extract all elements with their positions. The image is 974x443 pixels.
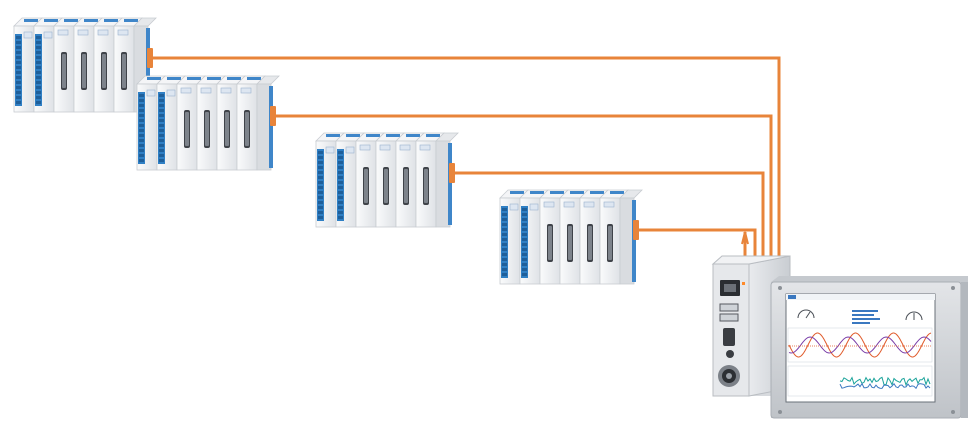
dsub-connector-icon: [383, 167, 389, 205]
terminal-block-icon: [15, 34, 22, 106]
io-module: [415, 132, 445, 228]
screw-icon: [778, 286, 782, 290]
dsub-connector-icon: [547, 224, 553, 262]
io-module: [599, 189, 629, 285]
io-module: [375, 132, 405, 228]
io-module: [216, 75, 246, 171]
power-connector-icon: [718, 350, 740, 387]
io-module: [499, 189, 529, 285]
terminal-block-icon: [158, 92, 165, 164]
io-module: [355, 132, 385, 228]
io-module: [236, 75, 266, 171]
dsub-connector-icon: [81, 52, 87, 90]
dsub-connector-icon: [244, 110, 250, 148]
io-module: [93, 17, 123, 113]
ethercat-plug-icon: [633, 220, 639, 240]
io-module: [53, 17, 83, 113]
dsub-connector-icon: [224, 110, 230, 148]
screw-icon: [778, 410, 782, 414]
cable-group: [153, 56, 781, 256]
ethernet-port-icon: [720, 280, 740, 296]
cable-entry-marker: [742, 282, 745, 285]
io-module: [176, 75, 206, 171]
io-module-rack: [13, 17, 157, 113]
terminal-block-icon: [317, 149, 324, 221]
dsub-connector-icon: [423, 167, 429, 205]
dsub-connector-icon: [121, 52, 127, 90]
terminal-block-icon: [35, 34, 42, 106]
usb-port-icon: [719, 303, 739, 322]
io-module-rack: [499, 189, 643, 285]
gauge-icon: [905, 311, 923, 321]
io-module-rack: [315, 132, 459, 228]
bar-indicators: [852, 310, 880, 324]
dsub-connector-icon: [204, 110, 210, 148]
io-module: [539, 189, 569, 285]
io-module: [335, 132, 365, 228]
dsub-connector-icon: [184, 110, 190, 148]
noise-trace: [839, 382, 931, 390]
ethercat-cable: [455, 171, 765, 256]
dsub-connector-icon: [607, 224, 613, 262]
dsub-connector-icon: [101, 52, 107, 90]
screw-icon: [951, 286, 955, 290]
gauge-icon: [797, 309, 815, 319]
io-module: [519, 189, 549, 285]
ethercat-cable: [153, 56, 781, 256]
dsub-connector-icon: [587, 224, 593, 262]
dsub-connector-icon: [363, 167, 369, 205]
module-racks: [13, 17, 643, 285]
ethercat-plug-icon: [270, 106, 276, 126]
display-screen: [785, 293, 936, 403]
io-module: [156, 75, 186, 171]
terminal-block-icon: [337, 149, 344, 221]
io-module: [73, 17, 103, 113]
io-module: [33, 17, 63, 113]
sine-trace: [788, 336, 932, 354]
screw-icon: [951, 410, 955, 414]
io-module: [113, 17, 143, 113]
ethercat-plug-icon: [147, 48, 153, 68]
ethercat-plug-icon: [449, 163, 455, 183]
ethercat-cable: [639, 228, 757, 256]
io-module-rack: [136, 75, 280, 171]
io-module: [196, 75, 226, 171]
dsub-connector-icon: [567, 224, 573, 262]
dsub-connector-icon: [403, 167, 409, 205]
hdmi-port-icon: [723, 328, 735, 346]
io-module: [315, 132, 345, 228]
io-module: [559, 189, 589, 285]
io-module: [395, 132, 425, 228]
terminal-block-icon: [521, 206, 528, 278]
ethercat-cable: [276, 114, 773, 256]
terminal-block-icon: [138, 92, 145, 164]
dsub-connector-icon: [61, 52, 67, 90]
terminal-block-icon: [501, 206, 508, 278]
touch-panel-display: [770, 276, 968, 419]
noise-trace: [839, 376, 931, 387]
